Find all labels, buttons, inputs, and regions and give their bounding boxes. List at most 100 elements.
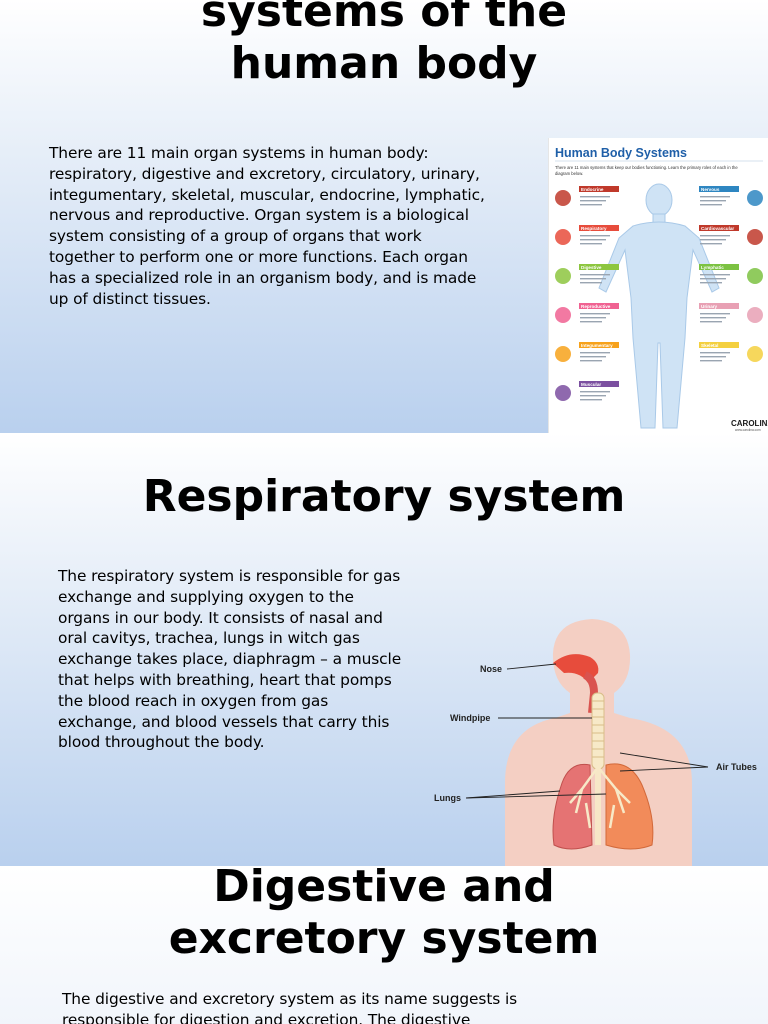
system-bar: [579, 225, 619, 231]
system-description-line: [700, 282, 722, 284]
slide-body-text: The digestive and excretory system as it…: [62, 990, 518, 1024]
system-description-line: [580, 278, 606, 280]
system-description-line: [700, 278, 726, 280]
system-cardiovascular: Cardiovascular: [699, 225, 763, 245]
air-tubes-label: Air Tubes: [716, 762, 757, 772]
slide-body-text: There are 11 main organ systems in human…: [49, 144, 485, 308]
system-label: Cardiovascular: [701, 226, 734, 231]
air-tubes: [569, 766, 631, 829]
left-system-labels: EndocrineRespiratoryDigestiveReproductiv…: [555, 186, 619, 401]
system-bar: [699, 264, 739, 270]
urinary-organ-icon: [747, 307, 763, 323]
system-description-line: [580, 317, 606, 319]
system-description-line: [580, 200, 606, 202]
slide-title: Respiratory system: [142, 471, 626, 522]
system-nervous: Nervous: [699, 186, 763, 206]
title-line-1: systems of the: [200, 0, 568, 37]
system-label: Lymphatic: [701, 265, 724, 270]
system-description-line: [700, 360, 722, 362]
infographic-svg: Human Body Systems There are 11 main sys…: [555, 146, 768, 432]
slide-organ-systems: systems of the human body There are 11 m…: [0, 0, 768, 433]
integumentary-organ-icon: [555, 346, 571, 362]
system-description-line: [700, 274, 730, 276]
muscular-organ-icon: [555, 385, 571, 401]
human-body-systems-infographic: Human Body Systems There are 11 main sys…: [548, 138, 768, 433]
slide-digestive-excretory: Digestive and excretory system The diges…: [0, 866, 768, 1024]
system-reproductive: Reproductive: [555, 303, 619, 323]
system-description-line: [700, 313, 730, 315]
title-line-2: excretory system: [168, 913, 600, 964]
respiratory-svg: Nose Windpipe Air Tubes Lungs: [434, 619, 757, 866]
system-skeletal: Skeletal: [699, 342, 763, 362]
system-muscular: Muscular: [555, 381, 619, 401]
system-label: Nervous: [701, 187, 720, 192]
reproductive-organ-icon: [555, 307, 571, 323]
system-description-line: [700, 317, 726, 319]
cardiovascular-organ-icon: [747, 229, 763, 245]
system-label: Urinary: [701, 304, 718, 309]
system-description-line: [580, 399, 602, 401]
system-description-line: [580, 274, 610, 276]
respiratory-organ-icon: [555, 229, 571, 245]
system-description-line: [580, 321, 602, 323]
system-description-line: [580, 204, 602, 206]
system-description-line: [700, 196, 730, 198]
windpipe: [591, 692, 605, 770]
windpipe-label: Windpipe: [450, 713, 490, 723]
system-description-line: [580, 243, 602, 245]
carolina-logo: CAROLINA: [731, 419, 768, 428]
system-bar: [579, 264, 619, 270]
system-bar: [699, 303, 739, 309]
system-description-line: [700, 321, 722, 323]
system-bar: [699, 342, 739, 348]
system-description-line: [580, 356, 606, 358]
system-lymphatic: Lymphatic: [699, 264, 763, 284]
system-description-line: [580, 239, 606, 241]
slide-title: Digestive and excretory system: [0, 866, 768, 965]
infographic-title: Human Body Systems: [555, 146, 687, 160]
right-system-labels: NervousCardiovascularLymphaticUrinarySke…: [699, 186, 763, 362]
system-bar: [579, 381, 619, 387]
slide-title: systems of the human body: [0, 0, 768, 90]
carolina-url: www.carolina.com: [735, 428, 761, 432]
system-bar: [699, 186, 739, 192]
infographic-intro: There are 11 main systems that keep our …: [555, 165, 738, 170]
slide-respiratory: Respiratory system The respiratory syste…: [0, 433, 768, 866]
system-integumentary: Integumentary: [555, 342, 619, 362]
system-description-line: [700, 356, 726, 358]
system-label: Respiratory: [581, 226, 607, 231]
system-description-line: [580, 391, 610, 393]
system-description-line: [700, 352, 730, 354]
human-silhouette-icon: [598, 183, 720, 429]
lymphatic-organ-icon: [747, 268, 763, 284]
system-bar: [699, 225, 739, 231]
system-label: Skeletal: [701, 343, 718, 348]
system-label: Muscular: [581, 382, 601, 387]
system-description-line: [700, 235, 730, 237]
lungs-label: Lungs: [434, 793, 461, 803]
system-digestive: Digestive: [555, 264, 619, 284]
system-description-line: [580, 282, 602, 284]
left-lung: [552, 763, 593, 850]
skeletal-organ-icon: [747, 346, 763, 362]
system-label: Integumentary: [581, 343, 613, 348]
right-lung: [605, 763, 654, 850]
slide-body-text: The respiratory system is responsible fo…: [58, 567, 402, 752]
system-bar: [579, 342, 619, 348]
digestive-organ-icon: [555, 268, 571, 284]
svg-text:diagram below.: diagram below.: [555, 171, 583, 176]
system-description-line: [580, 235, 610, 237]
system-description-line: [580, 196, 610, 198]
respiratory-diagram: Nose Windpipe Air Tubes Lungs: [420, 613, 768, 866]
system-description-line: [580, 352, 610, 354]
system-description-line: [700, 239, 726, 241]
system-label: Endocrine: [581, 187, 604, 192]
system-label: Digestive: [581, 265, 602, 270]
system-endocrine: Endocrine: [555, 186, 619, 206]
system-respiratory: Respiratory: [555, 225, 619, 245]
system-description-line: [700, 243, 722, 245]
system-description-line: [580, 313, 610, 315]
endocrine-organ-icon: [555, 190, 571, 206]
system-bar: [579, 303, 619, 309]
system-description-line: [580, 395, 606, 397]
